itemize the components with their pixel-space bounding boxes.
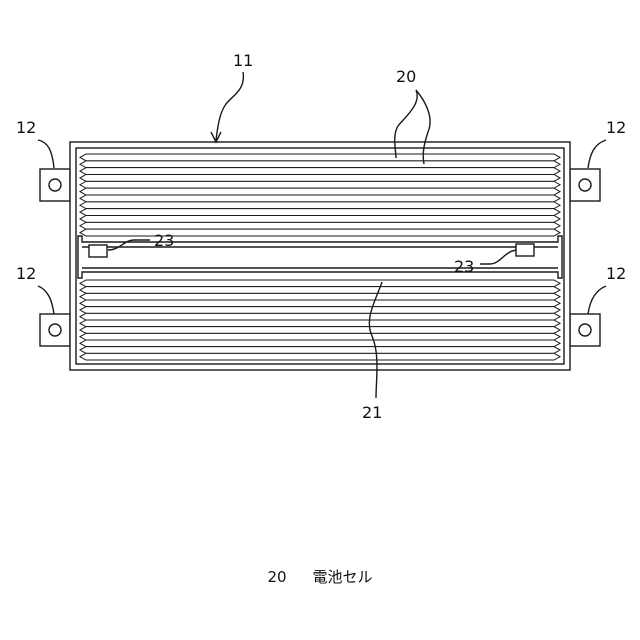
label-sensor-right: 23 — [454, 257, 474, 276]
battery-cell — [80, 320, 560, 327]
lower-cell-stack — [80, 280, 560, 360]
battery-cell — [80, 222, 560, 229]
battery-cell — [80, 202, 560, 209]
battery-cell — [80, 168, 560, 175]
upper-cell-stack — [80, 154, 560, 236]
mounting-tab-top-right — [570, 169, 600, 201]
label-module: 11 — [233, 51, 253, 70]
leader-line-tab-bottom-right — [588, 286, 606, 314]
label-tab-top-right: 12 — [606, 118, 626, 137]
caption-text: 電池セル — [313, 568, 373, 586]
battery-cell — [80, 154, 560, 161]
leader-line-module — [216, 72, 243, 140]
mounting-tab-top-left — [40, 169, 70, 201]
label-sensor-left: 23 — [154, 231, 174, 250]
leader-line-tab-top-left — [38, 140, 54, 168]
label-tab-bottom-left: 12 — [16, 264, 36, 283]
leader-line-tab-top-right — [588, 140, 606, 168]
mounting-tab-bottom-right — [570, 314, 600, 346]
caption-number: 20 — [267, 568, 286, 586]
figure-caption: 20 電池セル — [0, 566, 640, 587]
center-strip — [78, 236, 562, 278]
sensor-right — [516, 244, 534, 256]
battery-cell — [80, 209, 560, 216]
battery-cell — [80, 195, 560, 202]
battery-cell — [80, 347, 560, 354]
battery-cell — [80, 188, 560, 195]
label-tab-top-left: 12 — [16, 118, 36, 137]
battery-cell — [80, 307, 560, 314]
battery-cell — [80, 216, 560, 223]
label-center-strip: 21 — [362, 403, 382, 422]
battery-cell — [80, 287, 560, 294]
battery-cell — [80, 333, 560, 340]
battery-cell — [80, 327, 560, 334]
battery-cell — [80, 313, 560, 320]
battery-cell — [80, 181, 560, 188]
battery-cell — [80, 175, 560, 182]
label-cells: 20 — [396, 67, 416, 86]
mounting-tab-bottom-left — [40, 314, 70, 346]
label-tab-bottom-right: 12 — [606, 264, 626, 283]
leader-line-tab-bottom-left — [38, 286, 54, 314]
battery-cell — [80, 293, 560, 300]
battery-cell — [80, 340, 560, 347]
battery-cell — [80, 353, 560, 360]
battery-cell — [80, 161, 560, 168]
sensor-left — [89, 245, 107, 257]
battery-cell — [80, 229, 560, 236]
battery-cell — [80, 280, 560, 287]
battery-cell — [80, 300, 560, 307]
